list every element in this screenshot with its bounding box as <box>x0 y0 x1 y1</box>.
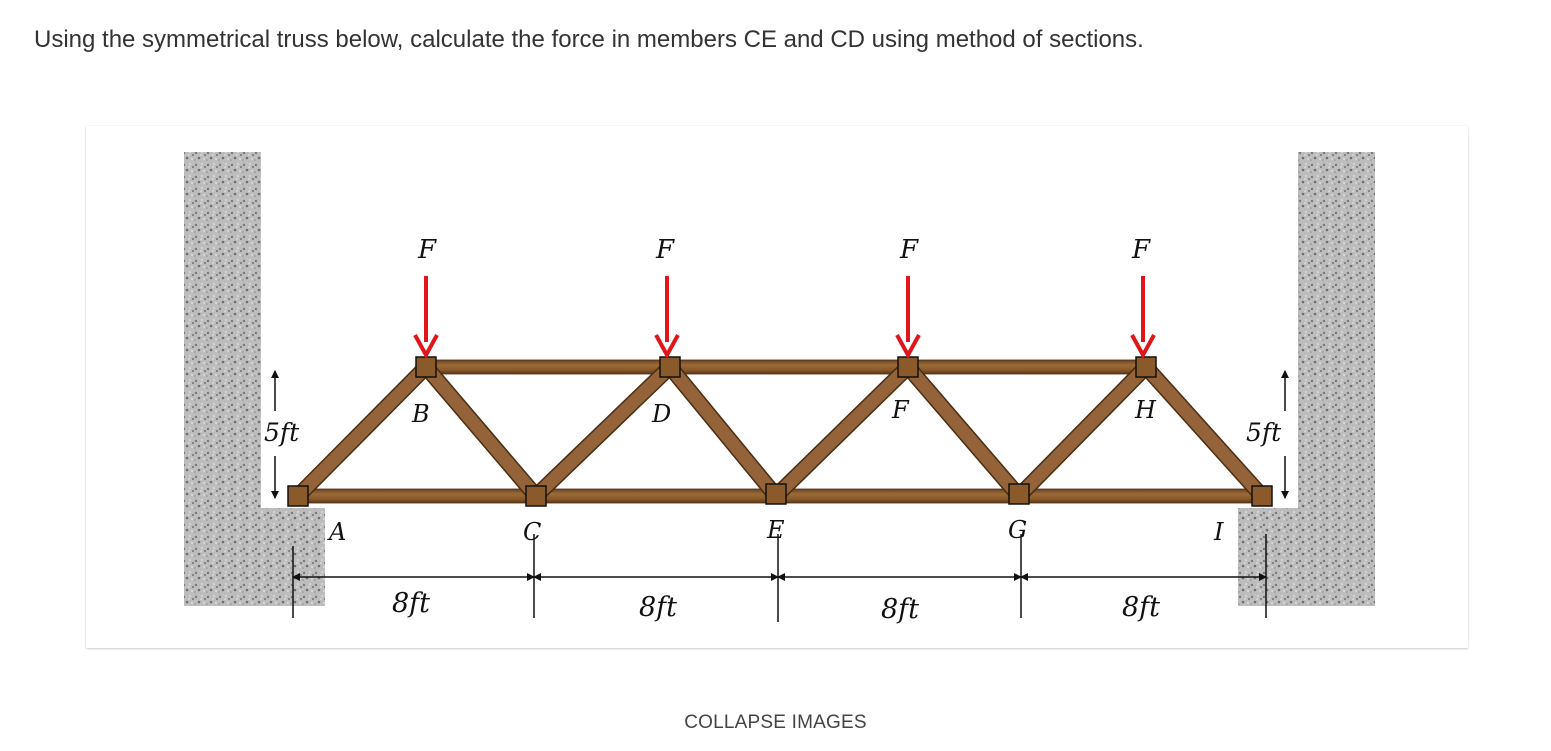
joint-label-F: F <box>891 396 910 424</box>
joint-B <box>415 356 437 378</box>
joint-label-E: E <box>766 516 785 544</box>
truss-diagram: F F F F B D F H A C E G I 5ft 5ft <box>184 152 1375 625</box>
width-label-GI: 8ft <box>1122 592 1160 623</box>
joint-C <box>525 485 547 507</box>
height-label-right: 5ft <box>1246 418 1282 447</box>
joint-label-H: H <box>1134 396 1157 424</box>
load-label-H: F <box>1131 235 1151 265</box>
joint-label-A: A <box>327 518 346 546</box>
right-wall-support <box>1238 152 1375 606</box>
joint-D <box>659 356 681 378</box>
member-FH <box>907 359 1147 375</box>
width-label-AC: 8ft <box>392 588 430 619</box>
joint-label-D: D <box>651 400 671 428</box>
height-label-left: 5ft <box>264 418 300 447</box>
width-dimensions <box>292 534 1267 622</box>
truss-joints <box>287 356 1273 507</box>
load-label-F: F <box>899 235 919 265</box>
truss-members <box>292 359 1268 504</box>
load-arrow-F <box>895 276 921 360</box>
joint-A <box>287 485 309 507</box>
joint-label-C: C <box>523 518 541 546</box>
member-AC <box>297 488 537 504</box>
width-label-EG: 8ft <box>881 594 919 625</box>
joint-I <box>1251 485 1273 507</box>
width-label-CE: 8ft <box>639 592 677 623</box>
joint-H <box>1135 356 1157 378</box>
joint-G <box>1008 483 1030 505</box>
question-text: Using the symmetrical truss below, calcu… <box>34 26 1144 53</box>
member-CE <box>535 488 777 504</box>
truss-figure[interactable]: F F F F B D F H A C E G I 5ft 5ft <box>86 126 1468 648</box>
member-GI <box>1018 488 1263 504</box>
member-BD <box>425 359 671 375</box>
load-arrow-D <box>654 276 680 360</box>
load-arrow-B <box>413 276 439 360</box>
joint-F <box>897 356 919 378</box>
joint-label-G: G <box>1008 516 1027 544</box>
member-EG <box>775 488 1020 504</box>
joint-label-B: B <box>411 400 430 428</box>
load-label-B: F <box>417 235 437 265</box>
member-DF <box>669 359 909 375</box>
collapse-images-button[interactable]: COLLAPSE IMAGES <box>684 712 867 733</box>
load-arrow-H <box>1130 276 1156 360</box>
joint-E <box>765 483 787 505</box>
load-arrows <box>413 276 1156 360</box>
load-label-D: F <box>655 235 675 265</box>
joint-label-I: I <box>1213 518 1224 546</box>
left-wall-support <box>184 152 325 606</box>
